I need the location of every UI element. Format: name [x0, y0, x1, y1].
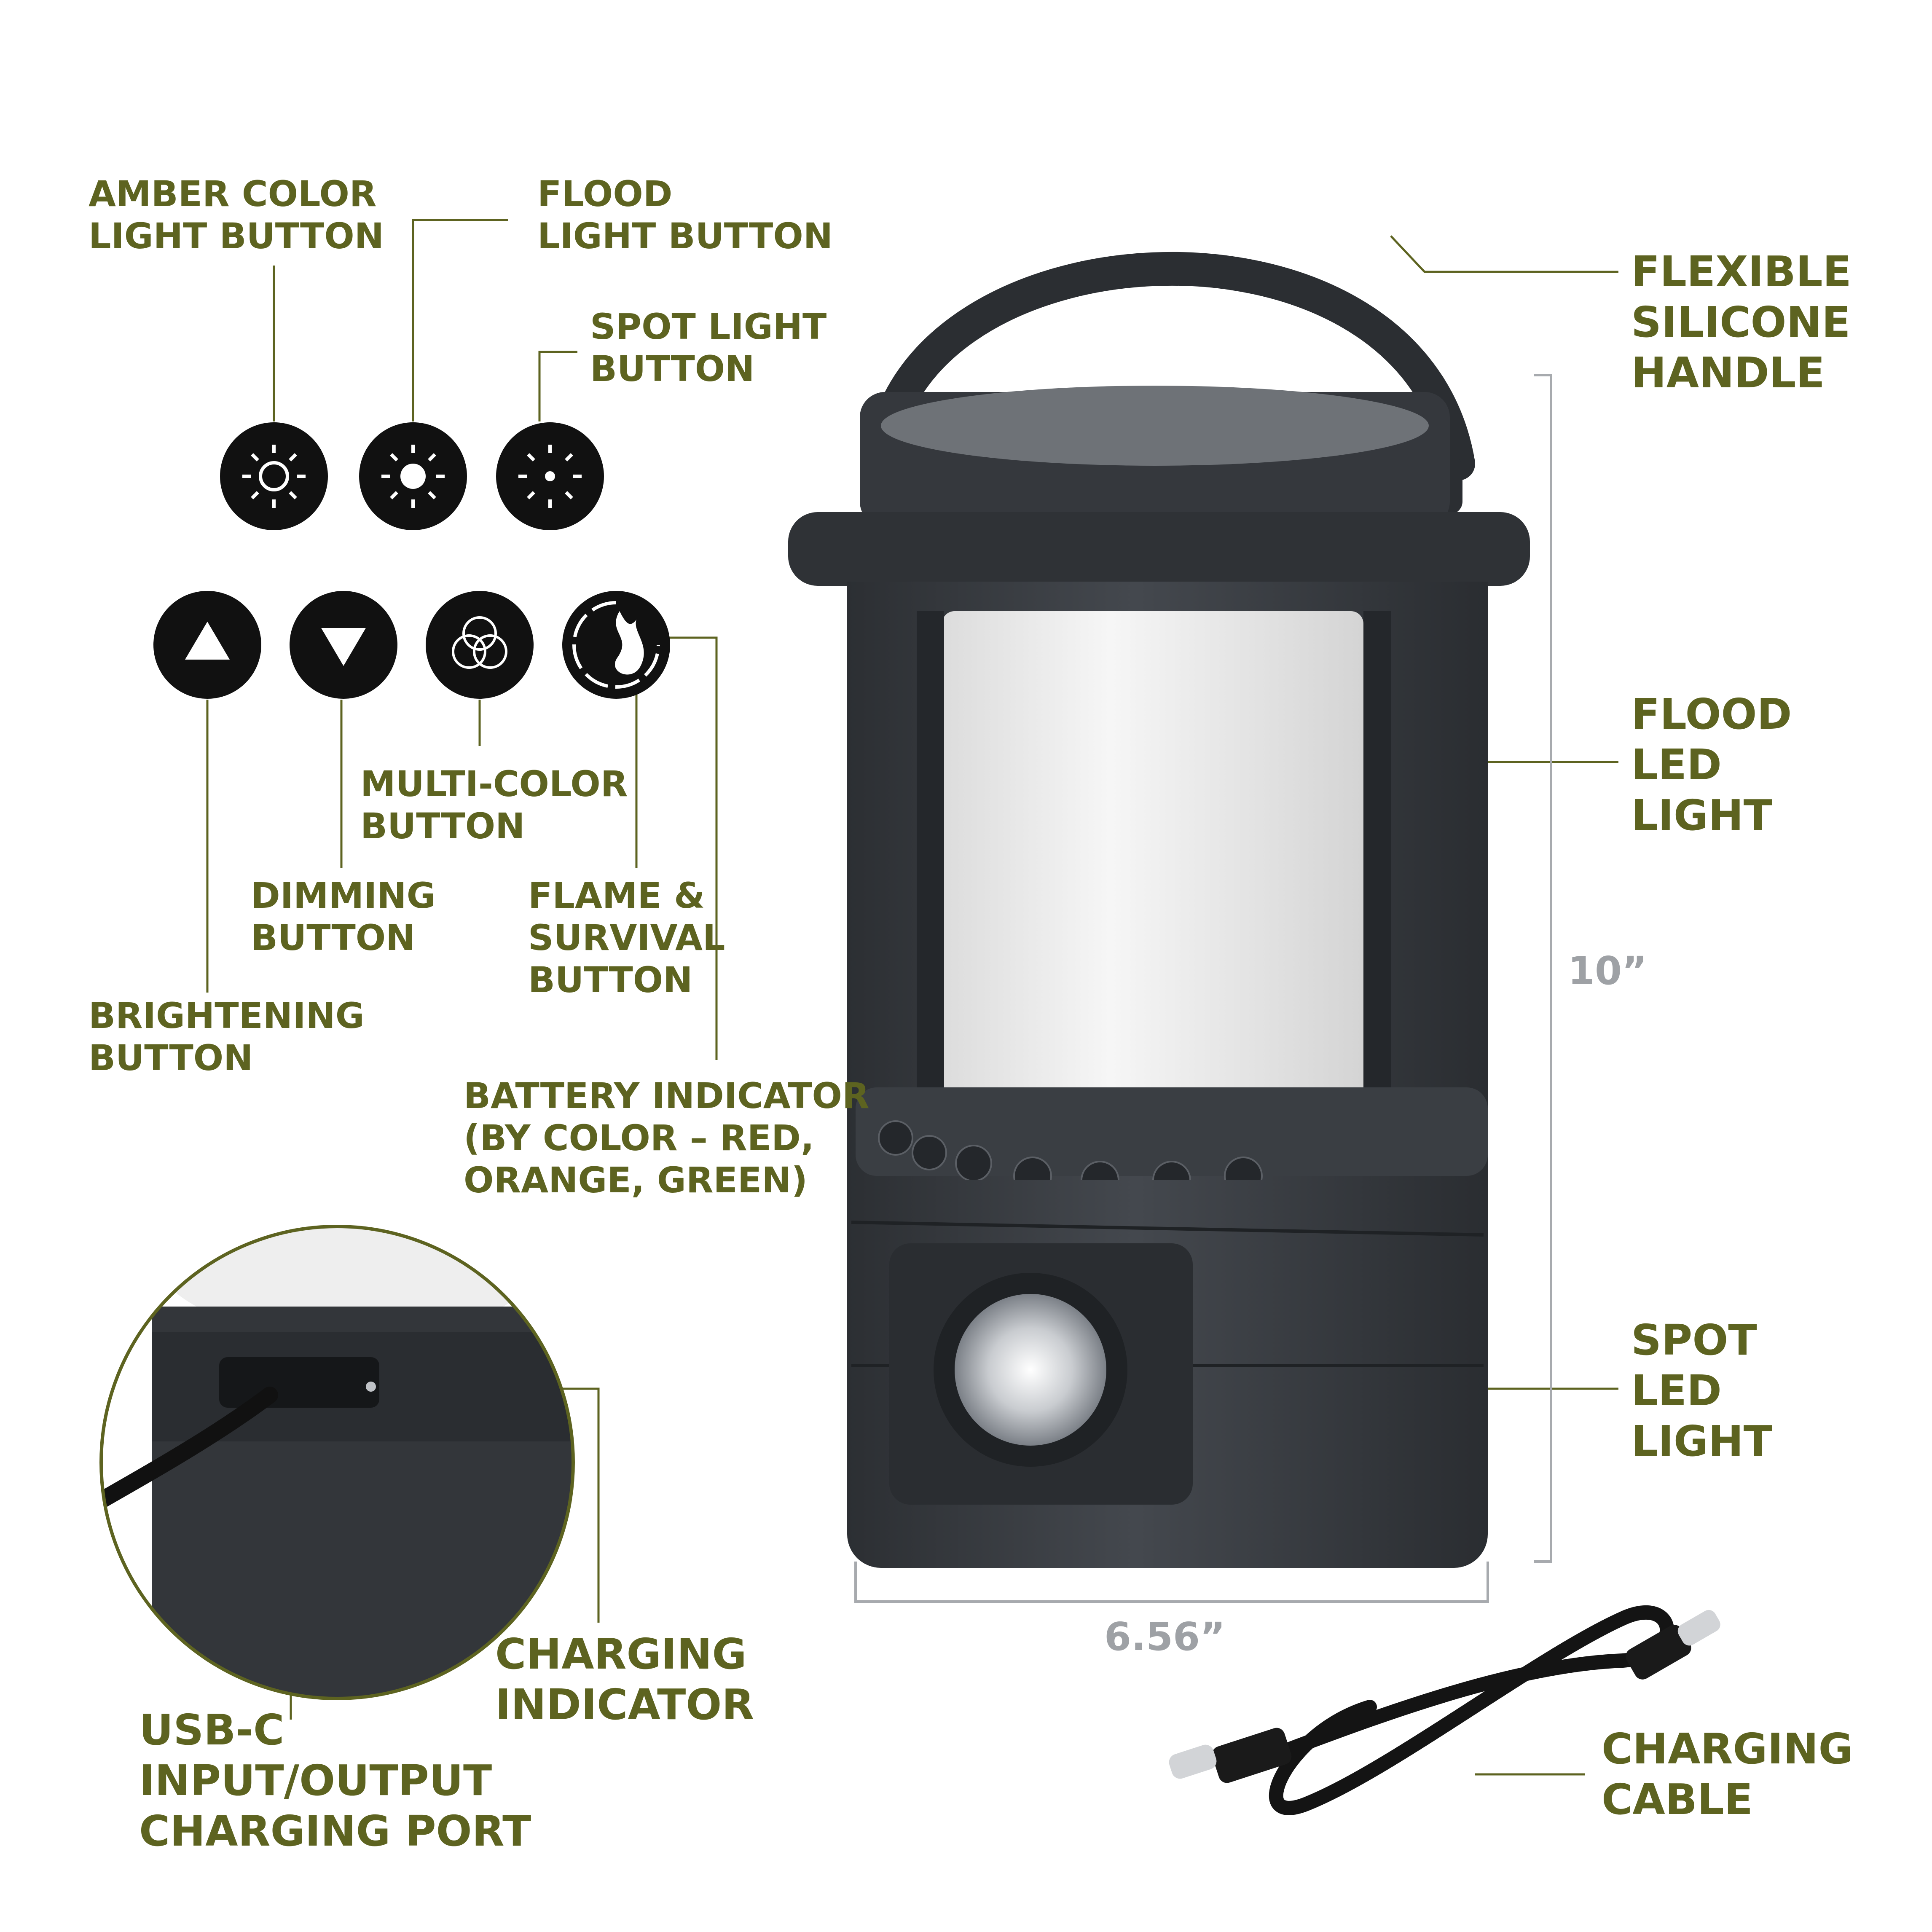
- label-flood-light-button: FLOOD LIGHT BUTTON: [537, 173, 833, 257]
- lantern: [788, 252, 1530, 1568]
- label-dimming-button: DIMMING BUTTON: [251, 875, 436, 958]
- flood-led-diffuser: [942, 611, 1363, 1104]
- label-usb-c-charging-port: USB-C INPUT/OUTPUT CHARGING PORT: [139, 1705, 531, 1856]
- silicone-handle: [864, 252, 1475, 493]
- label-charging-cable: CHARGING CABLE: [1602, 1724, 1853, 1824]
- label-amber-color-light-button: AMBER COLOR LIGHT BUTTON: [89, 173, 384, 257]
- spot-sun-icon: [496, 422, 604, 530]
- width-dimension: 6.56”: [1104, 1614, 1226, 1659]
- height-dimension: 10”: [1568, 948, 1648, 993]
- triangle-down-icon: [290, 591, 397, 699]
- charging-cable-illustration: [1169, 1605, 1720, 1815]
- icon-row-bottom: [153, 591, 670, 699]
- dimension-lines: [854, 374, 1552, 1603]
- spot-led-lens: [955, 1294, 1106, 1446]
- label-flood-led-light: FLOOD LED LIGHT: [1631, 690, 1792, 840]
- label-multi-color-button: MULTI-COLOR BUTTON: [360, 763, 628, 847]
- icon-row-top: [220, 422, 604, 530]
- amber-sun-icon: [220, 422, 328, 530]
- triangle-up-icon: [153, 591, 261, 699]
- label-flame-survival-button: FLAME & SURVIVAL BUTTON: [528, 875, 725, 1001]
- multi-color-circles-icon: [426, 591, 534, 699]
- label-battery-indicator: BATTERY INDICATOR (BY COLOR – RED, ORANG…: [464, 1075, 869, 1201]
- flood-sun-icon: [359, 422, 467, 530]
- label-flexible-silicone-handle: FLEXIBLE SILICONE HANDLE: [1631, 247, 1851, 397]
- label-spot-light-button: SPOT LIGHT BUTTON: [590, 306, 827, 389]
- flame-icon: [562, 591, 670, 699]
- label-charging-indicator: CHARGING INDICATOR: [495, 1629, 754, 1729]
- label-brightening-button: BRIGHTENING BUTTON: [89, 995, 365, 1079]
- label-spot-led-light: SPOT LED LIGHT: [1631, 1315, 1772, 1466]
